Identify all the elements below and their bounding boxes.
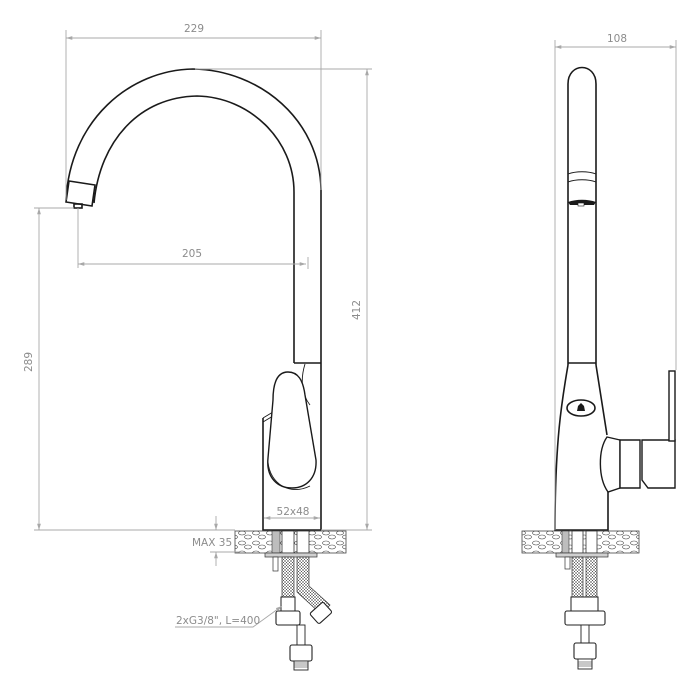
dim-total-reach: 229 <box>184 23 204 35</box>
dim-total-height: 412 <box>351 300 363 320</box>
faucet-body-side <box>554 364 609 531</box>
side-view: 108 <box>521 33 677 670</box>
front-view: 229 205 412 289 52x48 MAX 35 2xG3/8", L=… <box>23 23 372 671</box>
dim-hoses: 2xG3/8", L=400 <box>176 615 260 627</box>
mounting-plate <box>264 552 318 558</box>
hose-nut-left <box>275 610 301 626</box>
hose-nuts-side <box>564 610 606 626</box>
temperature-indicator <box>566 399 596 417</box>
dim-spout-height: 289 <box>23 352 35 372</box>
hose-left <box>281 556 295 598</box>
spout-inner <box>93 95 295 363</box>
hose-nut-right <box>309 602 333 624</box>
spout-outer <box>65 68 322 530</box>
dim-max-countertop: MAX 35 <box>192 537 232 549</box>
hose-right <box>296 556 331 615</box>
spout-column-side <box>567 66 597 365</box>
mounting-stud <box>272 556 279 572</box>
dim-base-size: 52x48 <box>277 506 310 518</box>
dim-spout-reach: 205 <box>182 248 202 260</box>
connector-nut <box>289 644 313 662</box>
cartridge-housing <box>599 436 621 493</box>
lever-handle <box>267 371 317 489</box>
lever-handle-side <box>668 370 676 442</box>
dim-total-depth: 108 <box>607 33 627 45</box>
aerator-nozzle <box>73 203 83 209</box>
faucet-body <box>262 418 321 531</box>
aerator <box>65 180 96 207</box>
